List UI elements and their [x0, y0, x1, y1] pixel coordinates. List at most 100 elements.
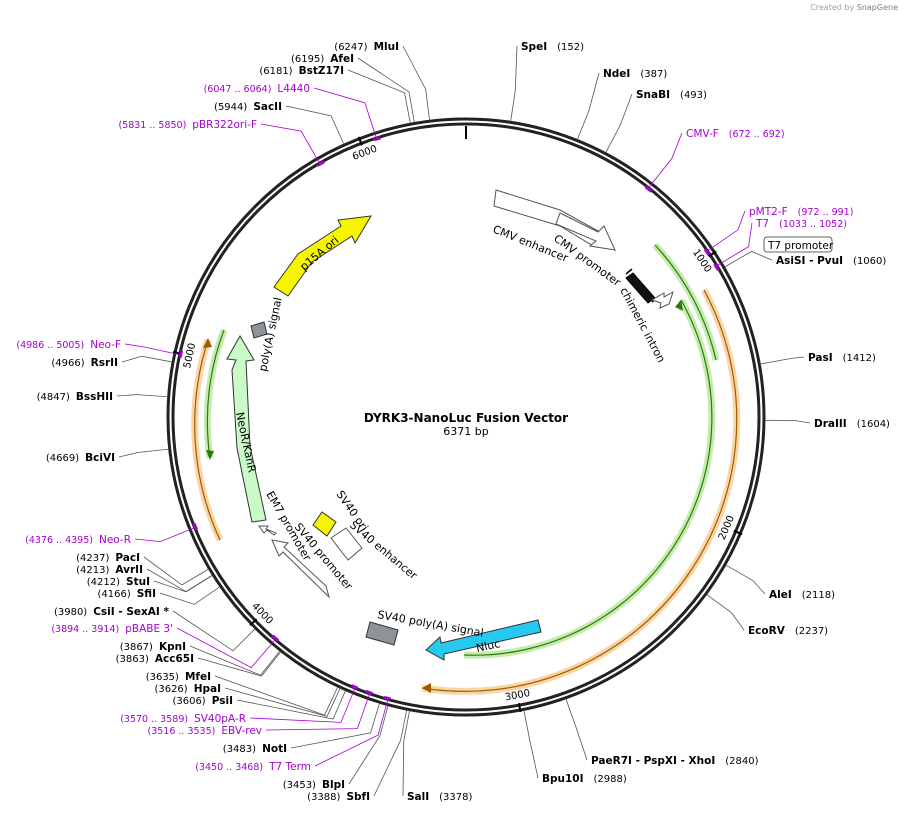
site-name: BlpI: [322, 779, 345, 791]
primer-range: (3516 .. 3535): [148, 726, 216, 737]
site-position: (1060): [853, 256, 886, 267]
plasmid-size: 6371 bp: [443, 425, 488, 438]
primer-leader: [176, 627, 277, 669]
chimeric-intron-block: [625, 272, 656, 304]
primer-leader: [715, 222, 753, 267]
tick-label: 3000: [504, 688, 531, 703]
site-leader: [118, 448, 169, 458]
leader-layer: [116, 45, 811, 797]
site-label: BlpI (3453): [283, 779, 345, 791]
primer-name: SV40pA-R: [194, 713, 246, 725]
primer-name: T7 Term: [268, 761, 311, 773]
site-leader: [121, 355, 173, 363]
snapgene-credit: Created by SnapGene: [810, 3, 898, 12]
site-label: MfeI(3635): [146, 671, 211, 683]
site-name: BstZ17I: [299, 65, 344, 77]
primer-mark: [271, 634, 280, 642]
site-position: (387): [640, 69, 667, 80]
site-name: PacI: [115, 552, 140, 564]
primer-layer: L4440(6047 .. 6064)pBR322ori-F(5831 .. 5…: [16, 83, 853, 773]
primer-name: pBABE 3': [125, 623, 173, 635]
primer-name: pBR322ori-F: [192, 119, 257, 131]
site-name: BssHII: [76, 391, 113, 403]
tick-mark: [708, 250, 717, 258]
site-label: AvrII (4213): [76, 564, 143, 576]
primer-label: SV40pA-R(3570 .. 3589): [120, 713, 246, 725]
site-name: PasI: [808, 352, 833, 364]
site-name: CsiI - SexAI *: [93, 606, 169, 618]
primer-range: (1033 .. 1052): [779, 219, 847, 230]
site-name: Bpu10I: [542, 773, 584, 785]
site-leader: [605, 93, 633, 153]
primer-label: T7 Term (3450 .. 3468): [195, 761, 311, 773]
site-leader: [706, 594, 745, 631]
site-label: BciVI(4669): [46, 452, 115, 464]
primer-label: EBV-rev(3516 .. 3535): [148, 725, 263, 737]
site-position: (3483): [223, 744, 256, 755]
primer-label: T7(1033 .. 1052): [755, 218, 847, 230]
site-leader: [510, 45, 518, 122]
site-position: (3867): [120, 642, 153, 653]
site-name: DraIII: [814, 418, 847, 430]
site-name: EcoRV: [748, 625, 786, 637]
primer-range: (6047 .. 6064): [204, 84, 272, 95]
site-label: SfiI(4166): [97, 588, 156, 600]
primer-range: (3450 .. 3468): [195, 762, 263, 773]
site-label: SalI(3378): [407, 791, 473, 803]
tick-mark: [517, 702, 522, 713]
site-position: (4213): [76, 565, 109, 576]
t7-promoter-arrow: [650, 290, 674, 309]
site-label: SpeI(152): [521, 41, 584, 53]
site-position: (4966): [51, 358, 84, 369]
cmv-promoter-arrow: [555, 212, 616, 251]
site-leader: [290, 703, 380, 749]
site-position: (4212): [87, 577, 120, 588]
site-position: (2118): [802, 590, 835, 601]
primer-leader: [314, 698, 389, 767]
site-name: AfeI: [330, 53, 354, 65]
primer-label: pMT2-F(972 .. 991): [749, 206, 853, 218]
site-position: (3626): [154, 684, 187, 695]
nluc-arrow: [425, 619, 542, 661]
site-position: (6181): [259, 66, 292, 77]
site-label: MluI(6247): [334, 41, 399, 53]
site-name: SacII: [253, 101, 282, 113]
primer-range: (3894 .. 3914): [51, 624, 119, 635]
site-name: PaeR7I - PspXI - XhoI: [591, 755, 715, 767]
site-position: (1604): [857, 419, 890, 430]
site-leader: [523, 710, 539, 779]
primer-label: Neo-F(4986 .. 5005): [16, 339, 121, 351]
primer-name: CMV-F: [686, 128, 719, 140]
site-label: AfeI (6195): [291, 53, 354, 65]
site-label: PsiI(3606): [172, 695, 233, 707]
tick-mark: [357, 136, 363, 146]
site-leader: [236, 690, 346, 720]
primer-mark: [178, 350, 184, 358]
site-name: MluI: [374, 41, 399, 53]
site-leader: [116, 394, 168, 398]
site-name: AsiSI - PvuI: [776, 255, 843, 267]
site-position: (6195): [291, 54, 324, 65]
site-label: DraIII (1604): [814, 418, 890, 430]
site-label: SnaBI(493): [636, 89, 707, 101]
site-leader: [347, 69, 411, 124]
site-leader: [565, 698, 588, 761]
site-leader: [373, 709, 408, 797]
site-leader: [764, 419, 811, 424]
site-name: AvrII: [115, 564, 143, 576]
primer-label: Neo-R(4376 .. 4395): [25, 534, 131, 546]
site-layer: MluI(6247) SpeI(152) AfeI (6195) NdeI(387) Bs…: [37, 41, 890, 803]
site-name: HpaI: [194, 683, 221, 695]
site-name: SbfI: [346, 791, 370, 803]
site-name: SfiI: [137, 588, 156, 600]
site-leader: [153, 575, 213, 593]
site-name: KpnI: [159, 641, 186, 653]
site-label: NdeI(387): [603, 68, 667, 80]
site-position: (3453): [283, 780, 316, 791]
primer-name: Neo-R: [99, 534, 131, 546]
site-label: PaeR7I - PspXI - XhoI(2840): [591, 755, 759, 767]
site-leader: [224, 687, 341, 717]
site-label: SbfI(3388): [307, 791, 370, 803]
site-position: (5944): [214, 102, 247, 113]
site-label: PacI(4237): [76, 552, 140, 564]
